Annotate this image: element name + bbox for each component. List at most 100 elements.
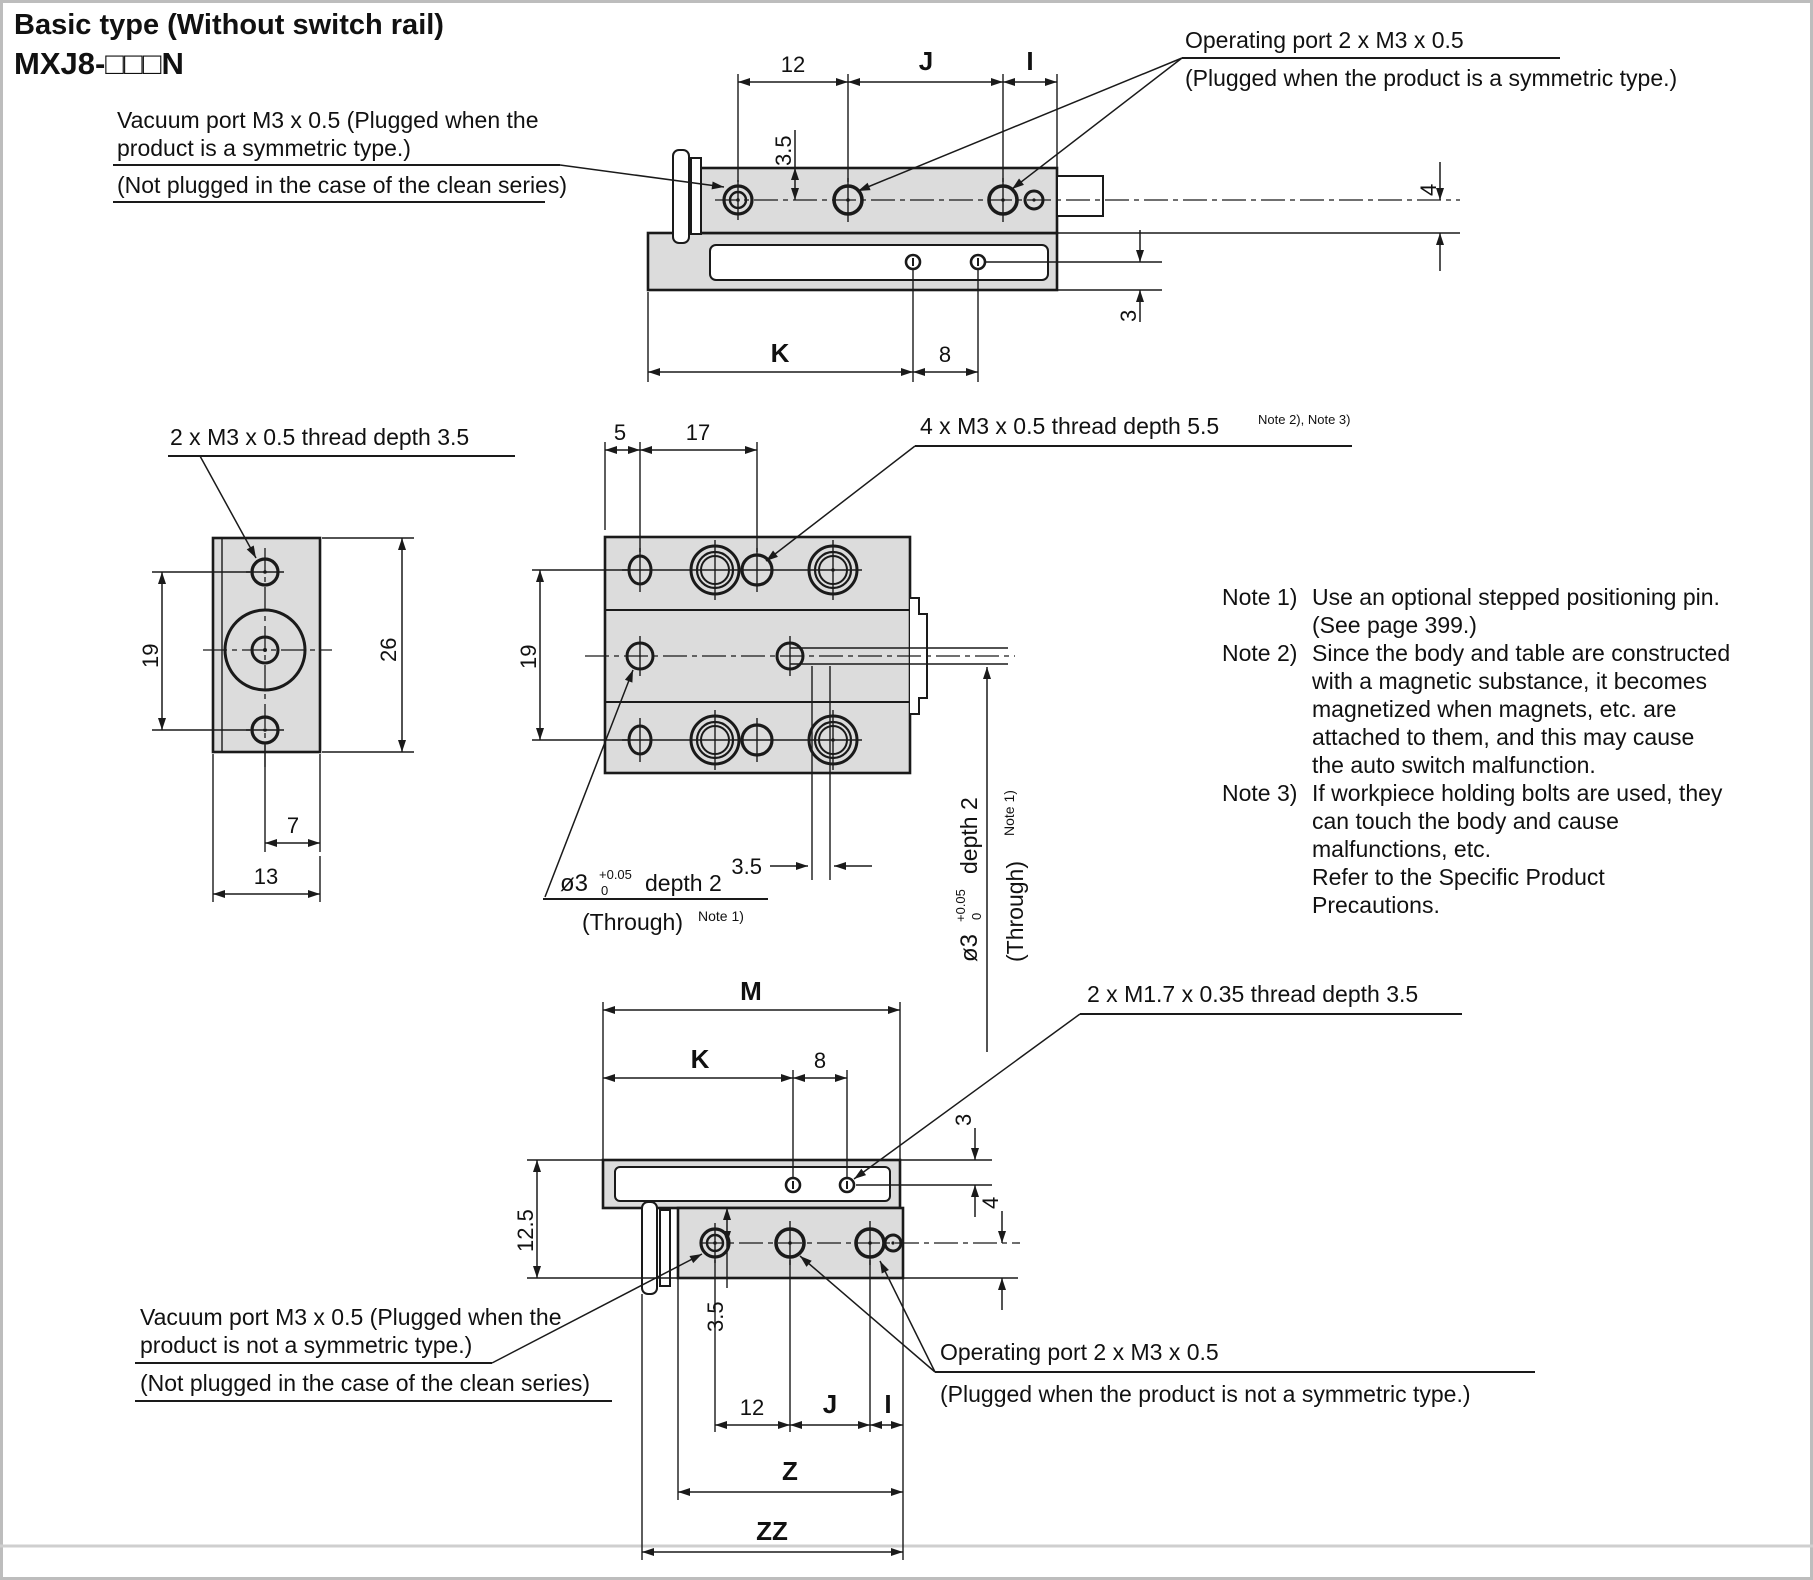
plan-pin-holes bbox=[625, 636, 805, 676]
vacuum-bottom-line1: Vacuum port M3 x 0.5 (Plugged when the bbox=[140, 1304, 561, 1330]
small-port-hole bbox=[1023, 189, 1045, 211]
vacuum-bottom-line3: (Not plugged in the case of the clean se… bbox=[140, 1370, 590, 1396]
body-inset-bottom bbox=[614, 1166, 891, 1202]
model-code: MXJ8-□□□N bbox=[14, 46, 184, 81]
pin-through: (Through) bbox=[582, 909, 683, 935]
notes-block: Note 1) Use an optional stepped position… bbox=[1222, 584, 1730, 918]
dim-12-top: 12 J I bbox=[737, 46, 1058, 182]
bottom-side-view: M K 8 2 x M1.7 x 0.35 thread depth 3.5 3 bbox=[135, 976, 1535, 1560]
note-text: magnetized when magnets, etc. are bbox=[1312, 696, 1676, 722]
dim-12_5: 12.5 bbox=[513, 1159, 678, 1279]
note-label: Note 1) bbox=[1222, 584, 1297, 610]
dim-label-12b: 12 bbox=[740, 1395, 764, 1420]
callout-thread-side: 2 x M3 x 0.5 thread depth 3.5 bbox=[168, 424, 515, 559]
dim-4-bottom: 4 bbox=[903, 1197, 1018, 1310]
vacuum-port-hole bbox=[722, 180, 754, 220]
pin-tol-up-rot: +0.05 bbox=[953, 889, 968, 922]
dim-label-12: 12 bbox=[781, 52, 805, 77]
end-bracket-outer bbox=[672, 149, 690, 244]
dim-label-4b: 4 bbox=[978, 1197, 1003, 1209]
dim-label-17: 17 bbox=[686, 420, 710, 445]
note-label: Note 3) bbox=[1222, 780, 1297, 806]
dim-3_5-bottom: 3.5 bbox=[703, 1208, 731, 1332]
note-text: the auto switch malfunction. bbox=[1312, 752, 1596, 778]
operating-top-line1: Operating port 2 x M3 x 0.5 bbox=[1185, 27, 1464, 53]
pin-depth-rot: depth 2 bbox=[956, 797, 982, 874]
dim-K8-top: K 8 bbox=[647, 269, 979, 382]
dim-label-4: 4 bbox=[1416, 184, 1441, 196]
page-title: Basic type (Without switch rail) bbox=[14, 9, 444, 41]
dim-label-26: 26 bbox=[376, 638, 401, 662]
dim-19-plan: 19 bbox=[516, 569, 628, 741]
vacuum-bottom-line2: product is not a symmetric type.) bbox=[140, 1332, 472, 1358]
dim-label-19b: 19 bbox=[516, 645, 541, 669]
operating-bottom-line2: (Plugged when the product is not a symme… bbox=[940, 1381, 1471, 1407]
pin-tol-dn: 0 bbox=[601, 883, 608, 898]
end-bracket-inner-b bbox=[659, 1209, 671, 1287]
dim-3_5-top: 3.5 bbox=[771, 130, 799, 200]
plan-view: 5 17 19 4 x M3 x 0.5 thread depth 5.5 No… bbox=[516, 412, 1352, 1052]
pin-depth: depth 2 bbox=[645, 870, 722, 896]
thread-plan-label: 4 x M3 x 0.5 thread depth 5.5 bbox=[920, 413, 1219, 439]
dim-ZZ: ZZ bbox=[641, 1294, 903, 1560]
dim-label-3_5-slot: 3.5 bbox=[731, 854, 762, 879]
title-block: Basic type (Without switch rail) MXJ8-□□… bbox=[14, 9, 444, 81]
dim-label-3b: 3 bbox=[951, 1114, 976, 1126]
dim-label-I: I bbox=[1026, 46, 1033, 76]
thread-side-label: 2 x M3 x 0.5 thread depth 3.5 bbox=[170, 424, 469, 450]
callout-operating-top: Operating port 2 x M3 x 0.5 (Plugged whe… bbox=[857, 27, 1677, 192]
end-view: 2 x M3 x 0.5 thread depth 3.5 19 26 7 bbox=[138, 424, 515, 902]
dim-13-end: 13 bbox=[212, 754, 321, 902]
note-text: Since the body and table are constructed bbox=[1312, 640, 1730, 666]
callout-thread-plan: 4 x M3 x 0.5 thread depth 5.5 Note 2), N… bbox=[765, 412, 1352, 562]
note-text: Use an optional stepped positioning pin. bbox=[1312, 584, 1720, 610]
note-text: Refer to the Specific Product bbox=[1312, 864, 1605, 890]
vacuum-top-line1: Vacuum port M3 x 0.5 (Plugged when the bbox=[117, 107, 538, 133]
pin-note-rot: Note 1) bbox=[1001, 790, 1017, 836]
pin-dia-rot: ø3 bbox=[956, 934, 983, 962]
thread-plan-sup: Note 2), Note 3) bbox=[1258, 412, 1351, 427]
plan-holes-bottom-row bbox=[622, 710, 862, 770]
vacuum-port-hole-b bbox=[699, 1223, 731, 1263]
dim-label-K: K bbox=[771, 338, 790, 368]
note-text: can touch the body and cause bbox=[1312, 808, 1619, 834]
dim-label-8: 8 bbox=[939, 342, 951, 367]
small-port-hole-b bbox=[883, 1233, 903, 1253]
pin-through-rot: (Through) bbox=[1002, 861, 1028, 962]
rail-tab bbox=[1056, 175, 1104, 217]
operating-top-line2: (Plugged when the product is a symmetric… bbox=[1185, 65, 1677, 91]
note-text: attached to them, and this may cause bbox=[1312, 724, 1694, 750]
dim-label-ZZ: ZZ bbox=[756, 1516, 788, 1546]
note-text: (See page 399.) bbox=[1312, 612, 1477, 638]
dim-label-5: 5 bbox=[614, 420, 626, 445]
dim-3-top: 3 bbox=[985, 230, 1162, 322]
callout-vacuum-bottom: Vacuum port M3 x 0.5 (Plugged when the p… bbox=[135, 1253, 703, 1402]
vacuum-top-line2: product is a symmetric type.) bbox=[117, 135, 411, 161]
dim-label-12_5: 12.5 bbox=[513, 1209, 538, 1252]
note-text: malfunctions, etc. bbox=[1312, 836, 1491, 862]
dim-label-Jb: J bbox=[823, 1389, 837, 1419]
end-bracket-outer-b bbox=[641, 1201, 658, 1295]
thread-bottom-label: 2 x M1.7 x 0.35 thread depth 3.5 bbox=[1087, 981, 1418, 1007]
dim-label-7: 7 bbox=[287, 813, 299, 838]
note-label: Note 2) bbox=[1222, 640, 1297, 666]
pin-dia: ø3 bbox=[560, 870, 588, 897]
vacuum-top-line3: (Not plugged in the case of the clean se… bbox=[117, 172, 567, 198]
callout-vacuum-top: Vacuum port M3 x 0.5 (Plugged when the p… bbox=[113, 107, 725, 203]
dim-label-J: J bbox=[919, 46, 933, 76]
dim-label-19: 19 bbox=[138, 644, 163, 668]
dim-label-13: 13 bbox=[254, 864, 278, 889]
dim-M: M bbox=[602, 976, 901, 1160]
dim-K8-bottom: K 8 bbox=[603, 1044, 848, 1178]
operating-port-hole-2 bbox=[987, 178, 1019, 222]
note-text: Precautions. bbox=[1312, 892, 1440, 918]
callout-pin-hole-rotated: ø3 +0.05 0 depth 2 (Through) Note 1) bbox=[953, 667, 1028, 1052]
dim-3_5-slot: 3.5 bbox=[731, 666, 872, 880]
operating-bottom-line1: Operating port 2 x M3 x 0.5 bbox=[940, 1339, 1219, 1365]
callout-pin-hole-left: ø3 +0.05 0 depth 2 (Through) Note 1) bbox=[543, 669, 768, 935]
note-text: with a magnetic substance, it becomes bbox=[1311, 668, 1707, 694]
end-view-thread-holes bbox=[246, 557, 284, 745]
callout-operating-bottom: Operating port 2 x M3 x 0.5 (Plugged whe… bbox=[799, 1255, 1535, 1407]
dim-3-bottom: 3 bbox=[856, 1114, 992, 1217]
